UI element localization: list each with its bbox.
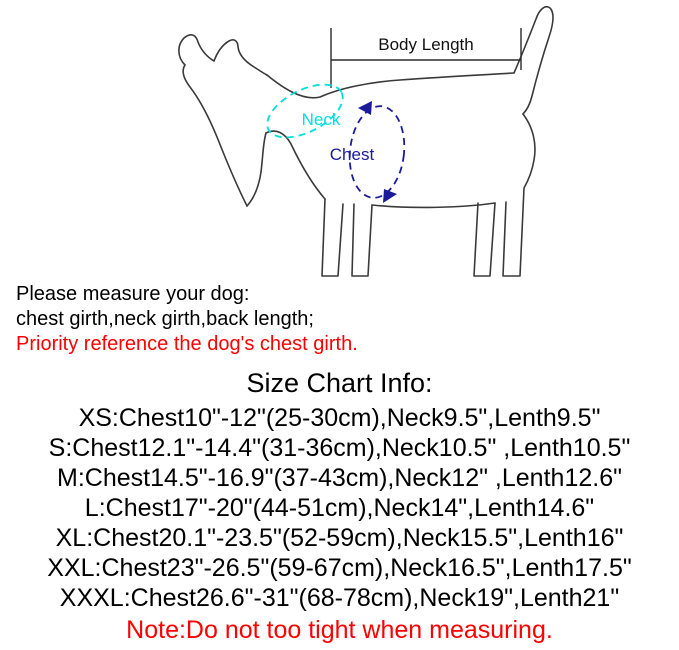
- size-row-m: M:Chest14.5"-16.9"(37-43cm),Neck12" ,Len…: [57, 464, 622, 492]
- dog-hindquarters-and-rear-leg: [502, 113, 536, 277]
- instruction-line-2: chest girth,neck girth,back length;: [16, 308, 314, 330]
- size-row-l: L:Chest17"-20"(44-51cm),Neck14",Lenth14.…: [84, 494, 595, 522]
- dog-outline: [178, 5, 554, 277]
- instruction-line-3-priority: Priority reference the dog's chest girth…: [16, 333, 358, 355]
- size-row-xs: XS:Chest10"-12"(25-30cm),Neck9.5",Lenth9…: [78, 404, 601, 432]
- dog-measurement-diagram: Body Length Neck Chest: [0, 0, 679, 280]
- dog-back-line: [266, 72, 515, 99]
- dog-tail: [513, 5, 554, 115]
- chest-label: Chest: [330, 145, 375, 164]
- dog-head-outline: [178, 33, 268, 207]
- size-row-xxl: XXL:Chest23"-26.5"(59-67cm),Neck16.5",Le…: [47, 554, 632, 582]
- body-length-measure: [330, 28, 522, 88]
- size-row-xl: XL:Chest20.1"-23.5"(52-59cm),Neck15.5",L…: [55, 524, 624, 552]
- instruction-line-1: Please measure your dog:: [16, 283, 250, 305]
- size-chart-title: Size Chart Info:: [246, 368, 433, 398]
- chest-girth-ellipse: [348, 105, 406, 199]
- dog-front-near-leg: [351, 203, 373, 277]
- chest-arrow-top-icon: [358, 101, 372, 115]
- chest-arrow-bottom-icon: [383, 189, 397, 203]
- dog-front-far-leg: [321, 198, 344, 277]
- measuring-instructions: Please measure your dog: chest girth,nec…: [0, 280, 679, 357]
- neck-girth-ellipse: [266, 83, 344, 139]
- dog-illustration: Body Length Neck Chest: [178, 5, 554, 277]
- dog-jaw-line: [246, 132, 267, 207]
- neck-label: Neck: [302, 110, 341, 129]
- body-length-label: Body Length: [378, 35, 473, 54]
- size-row-xxxl: XXXL:Chest26.6"-31"(68-78cm),Neck19",Len…: [59, 584, 620, 612]
- size-row-s: S:Chest12.1"-14.4"(31-36cm),Neck10.5" ,L…: [48, 434, 631, 462]
- dog-rear-far-leg: [473, 202, 496, 277]
- dog-chest-line: [265, 130, 326, 200]
- measuring-note: Note:Do not too tight when measuring.: [126, 616, 553, 644]
- size-chart: Size Chart Info: XS:Chest10"-12"(25-30cm…: [0, 367, 679, 645]
- dog-belly-line: [371, 202, 496, 209]
